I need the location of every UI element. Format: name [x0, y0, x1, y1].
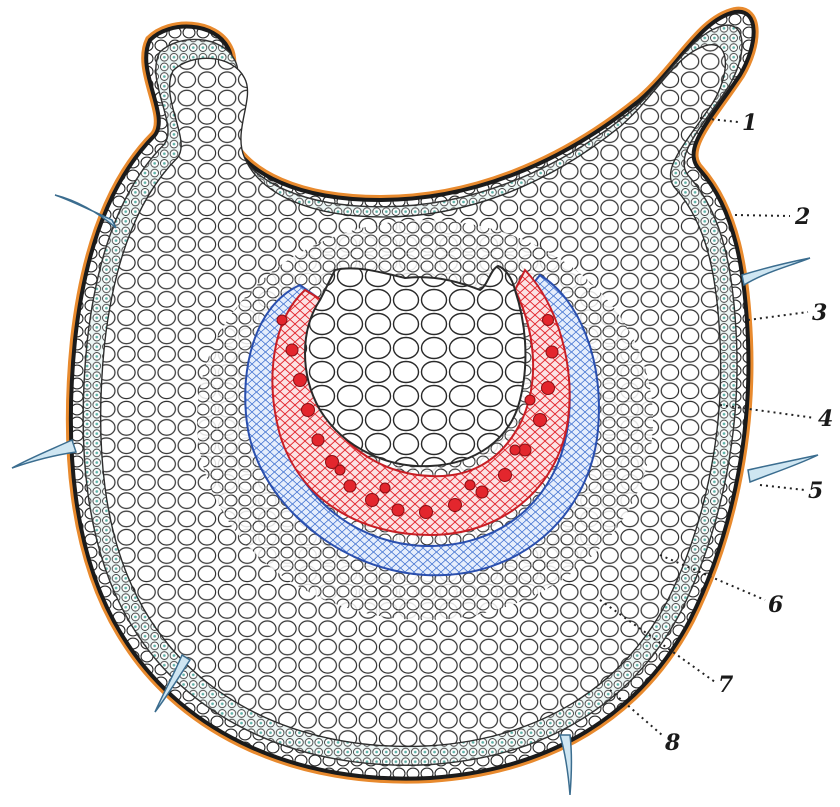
callout-label-4: 4 [818, 406, 833, 432]
callout-label-5: 5 [808, 478, 823, 504]
leader-5 [760, 485, 805, 490]
callout-label-1: 1 [742, 110, 757, 136]
callout-label-7: 7 [718, 672, 734, 698]
leader-2 [735, 215, 790, 216]
callout-label-8: 8 [664, 730, 680, 756]
trichome [560, 735, 572, 795]
callout-label-6: 6 [768, 592, 783, 618]
callout-label-2: 2 [794, 204, 810, 230]
callout-label-3: 3 [812, 300, 827, 326]
leader-3 [748, 312, 808, 320]
trichome [12, 440, 76, 468]
trichome [742, 258, 810, 285]
